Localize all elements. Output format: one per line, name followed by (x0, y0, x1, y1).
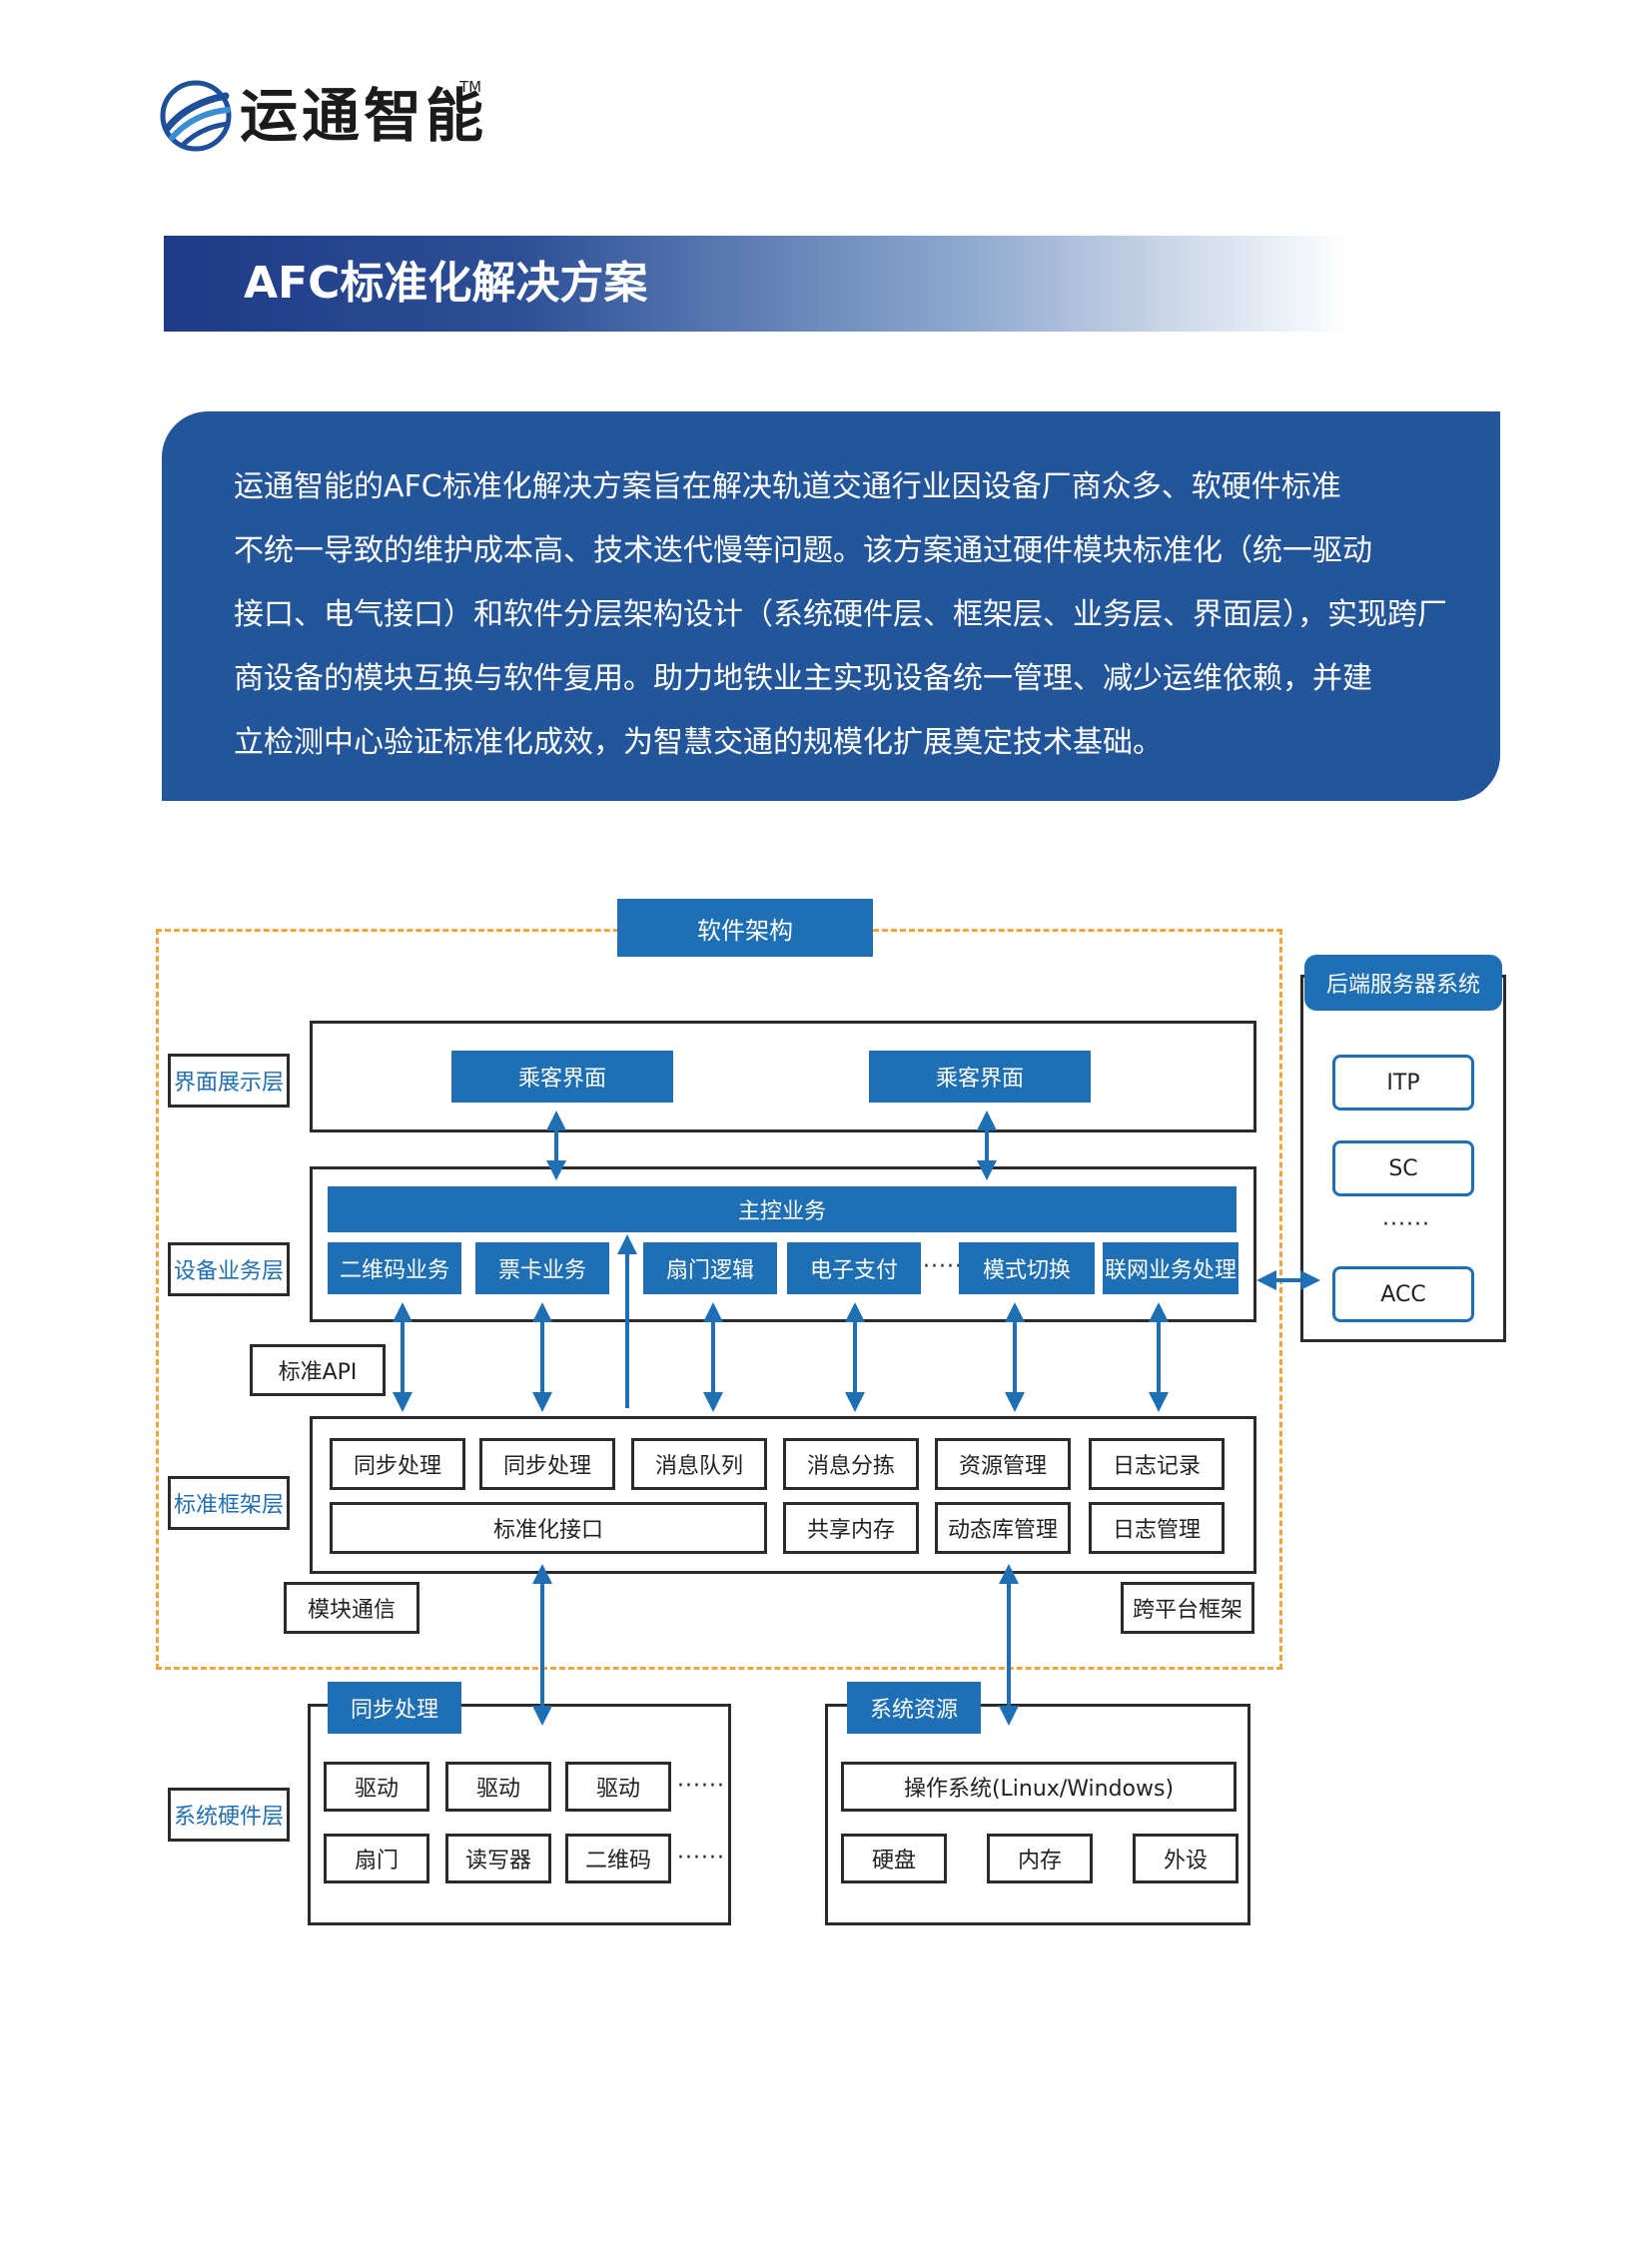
resource-box: 外设 (1133, 1834, 1239, 1883)
intro-panel (162, 411, 1500, 801)
hardware-left-frame (308, 1704, 731, 1925)
framework-module: 消息分拣 (783, 1438, 919, 1490)
standard-api-label: 标准API (250, 1344, 386, 1396)
passenger-ui-box: 乘客界面 (451, 1051, 673, 1103)
intro-line: 不统一导致的维护成本高、技术迭代慢等问题。该方案通过硬件模块标准化（统一驱动 (234, 533, 1372, 568)
driver-box: 驱动 (445, 1762, 551, 1812)
intro-line: 运通智能的AFC标准化解决方案旨在解决轨道交通行业因设备厂商众多、软硬件标准 (234, 469, 1341, 504)
module-communication-label: 模块通信 (284, 1582, 419, 1634)
business-module: 二维码业务 (328, 1242, 461, 1294)
backend-item-acc: ACC (1332, 1266, 1474, 1322)
title-banner (164, 236, 1348, 332)
business-module: 电子支付 (787, 1242, 921, 1294)
framework-module: 日志管理 (1089, 1502, 1225, 1554)
device-box: 扇门 (324, 1834, 429, 1883)
device-box: 读写器 (445, 1834, 551, 1883)
layer-label-framework: 标准框架层 (168, 1476, 290, 1530)
driver-box: 驱动 (324, 1762, 429, 1812)
backend-item-itp: ITP (1332, 1055, 1474, 1111)
business-module: 扇门逻辑 (643, 1242, 777, 1294)
hardware-right-title: 系统资源 (847, 1682, 981, 1734)
intro-line: 接口、电气接口）和软件分层架构设计（系统硬件层、框架层、业务层、界面层），实现跨… (234, 597, 1447, 632)
framework-module: 资源管理 (935, 1438, 1071, 1490)
company-logo-icon (160, 80, 232, 152)
framework-module: 同步处理 (479, 1438, 615, 1490)
framework-module: 日志记录 (1089, 1438, 1225, 1490)
device-box: 二维码 (565, 1834, 671, 1883)
backend-title: 后端服务器系统 (1304, 955, 1502, 1011)
standard-interface-box: 标准化接口 (330, 1502, 767, 1554)
cross-platform-label: 跨平台框架 (1121, 1582, 1254, 1634)
ui-layer-frame (310, 1021, 1256, 1132)
layer-label-ui: 界面展示层 (168, 1054, 290, 1108)
hardware-right-frame (825, 1704, 1250, 1925)
business-module: 模式切换 (959, 1242, 1095, 1294)
hardware-ellipsis: ······ (677, 1774, 725, 1799)
intro-line: 立检测中心验证标准化成效，为智慧交通的规模化扩展奠定技术基础。 (234, 725, 1163, 760)
business-layer-frame (310, 1166, 1256, 1322)
layer-label-business: 设备业务层 (168, 1242, 290, 1296)
framework-module: 共享内存 (783, 1502, 919, 1554)
framework-module: 同步处理 (330, 1438, 465, 1490)
framework-module: 动态库管理 (935, 1502, 1071, 1554)
operating-system-box: 操作系统(Linux/Windows) (841, 1762, 1237, 1812)
layer-label-hardware: 系统硬件层 (168, 1788, 290, 1842)
intro-text: 运通智能的AFC标准化解决方案旨在解决轨道交通行业因设备厂商众多、软硬件标准 不… (234, 455, 1452, 775)
business-module: 联网业务处理 (1103, 1242, 1239, 1294)
brand-name: 运通智能 (240, 82, 488, 150)
business-module: 票卡业务 (475, 1242, 609, 1294)
software-architecture-title: 软件架构 (617, 899, 873, 957)
resource-box: 内存 (987, 1834, 1093, 1883)
resource-box: 硬盘 (841, 1834, 947, 1883)
driver-box: 驱动 (565, 1762, 671, 1812)
framework-layer-frame (310, 1416, 1256, 1574)
main-control-bar: 主控业务 (328, 1186, 1237, 1232)
page-title: AFC标准化解决方案 (244, 258, 648, 309)
passenger-ui-box: 乘客界面 (869, 1051, 1091, 1103)
trademark-mark: TM (459, 78, 482, 96)
backend-ellipsis: ······ (1382, 1212, 1430, 1237)
intro-line: 商设备的模块互换与软件复用。助力地铁业主实现设备统一管理、减少运维依赖，并建 (234, 661, 1372, 696)
hardware-ellipsis: ······ (677, 1846, 725, 1870)
hardware-left-title: 同步处理 (328, 1682, 461, 1734)
backend-item-sc: SC (1332, 1140, 1474, 1196)
framework-module: 消息队列 (631, 1438, 767, 1490)
